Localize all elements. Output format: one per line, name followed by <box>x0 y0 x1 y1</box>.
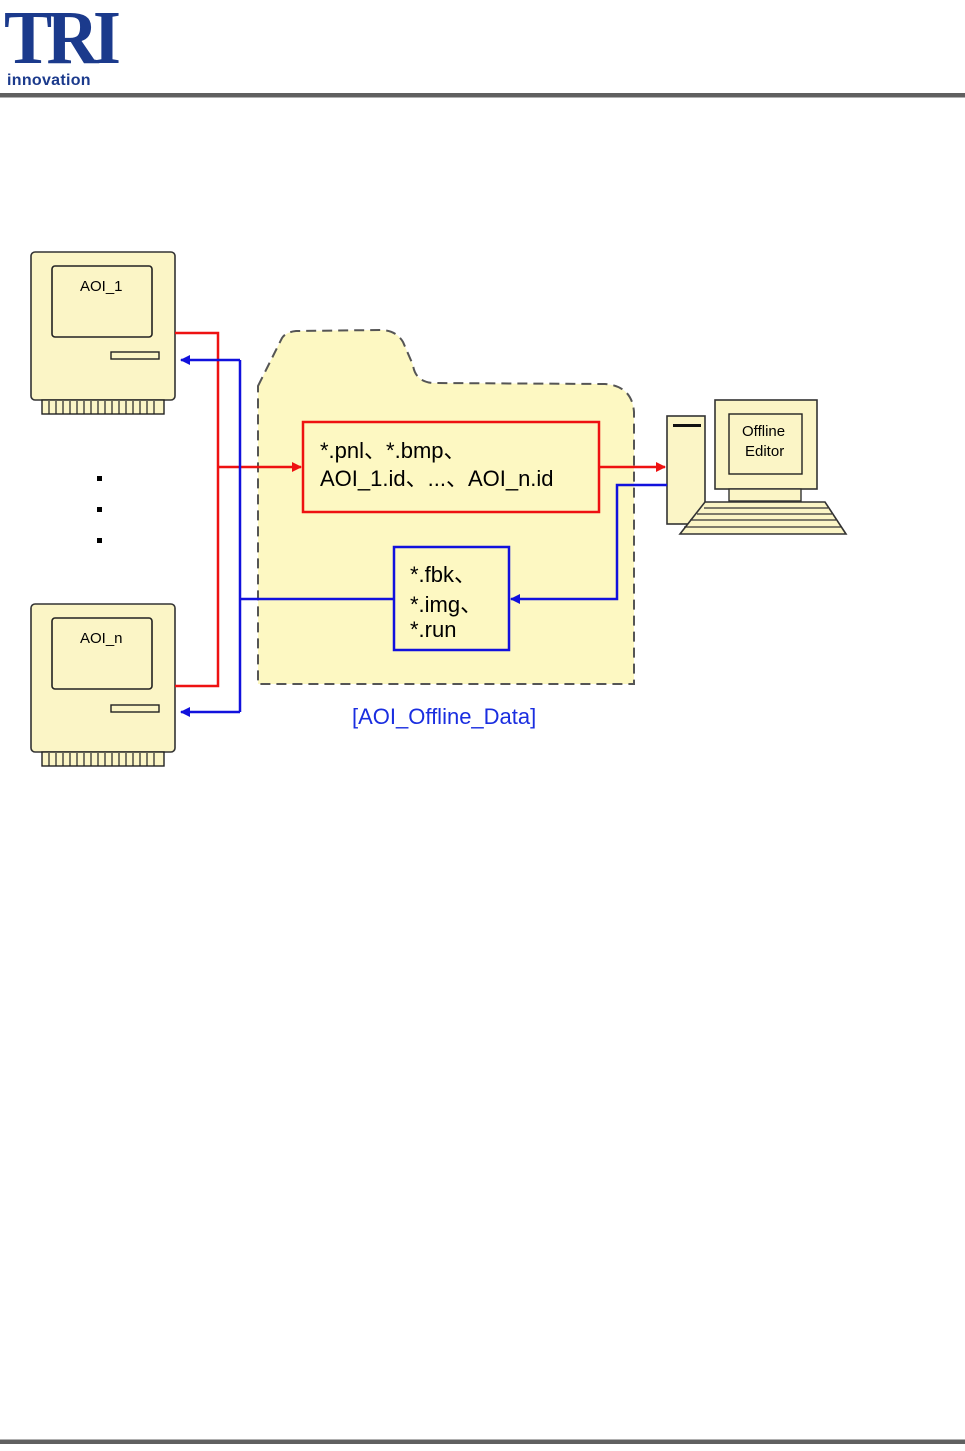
offline-editor-label-line2: Editor <box>745 443 784 460</box>
aoi-machine-1 <box>31 252 175 414</box>
folder-caption: [AOI_Offline_Data] <box>352 704 536 730</box>
outgoing-files-line2: AOI_1.id、...、AOI_n.id <box>320 461 554 493</box>
return-files-line1: *.fbk、 <box>410 557 476 589</box>
return-files-line2: *.img、 <box>410 587 482 619</box>
aoi-machine-n <box>31 604 175 766</box>
return-files-line3: *.run <box>410 617 456 643</box>
offline-editor-workstation <box>667 400 846 534</box>
footer-divider <box>0 1439 965 1444</box>
aoi-1-label: AOI_1 <box>80 278 123 295</box>
aoi-n-label: AOI_n <box>80 630 123 647</box>
aoi-ellipsis <box>97 476 102 543</box>
offline-editor-label-line1: Offline <box>742 423 785 440</box>
